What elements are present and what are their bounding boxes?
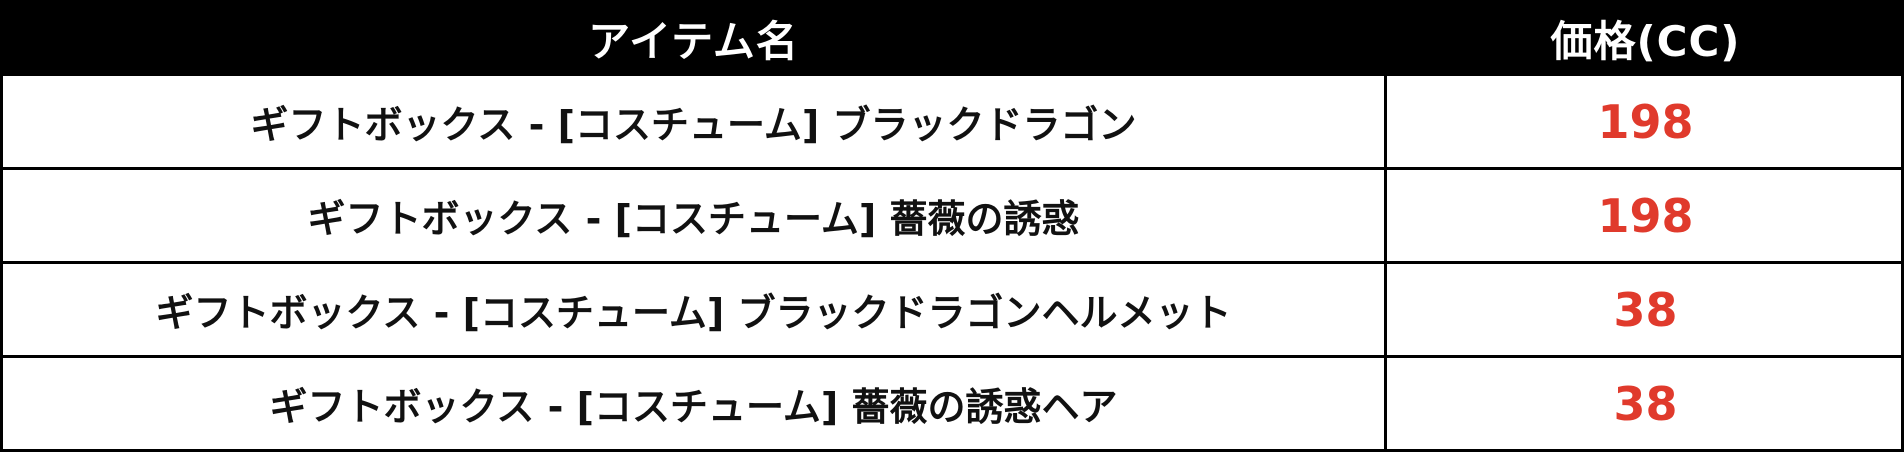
header-price: 価格(CC) — [1384, 0, 1904, 76]
item-name-cell: ギフトボックス - [コスチューム] 薔薇の誘惑 — [0, 167, 1387, 264]
item-price-cell: 38 — [1384, 355, 1904, 452]
header-item-name: アイテム名 — [0, 0, 1387, 76]
table-row: ギフトボックス - [コスチューム] ブラックドラゴンヘルメット 38 — [0, 261, 1904, 358]
table-header-row: アイテム名 価格(CC) — [0, 0, 1904, 76]
item-name-cell: ギフトボックス - [コスチューム] ブラックドラゴン — [0, 73, 1387, 170]
item-price-cell: 38 — [1384, 261, 1904, 358]
item-name-cell: ギフトボックス - [コスチューム] 薔薇の誘惑ヘア — [0, 355, 1387, 452]
table-row: ギフトボックス - [コスチューム] ブラックドラゴン 198 — [0, 73, 1904, 170]
table-row: ギフトボックス - [コスチューム] 薔薇の誘惑ヘア 38 — [0, 355, 1904, 452]
table-row: ギフトボックス - [コスチューム] 薔薇の誘惑 198 — [0, 167, 1904, 264]
item-name-cell: ギフトボックス - [コスチューム] ブラックドラゴンヘルメット — [0, 261, 1387, 358]
item-price-cell: 198 — [1384, 73, 1904, 170]
item-price-cell: 198 — [1384, 167, 1904, 264]
